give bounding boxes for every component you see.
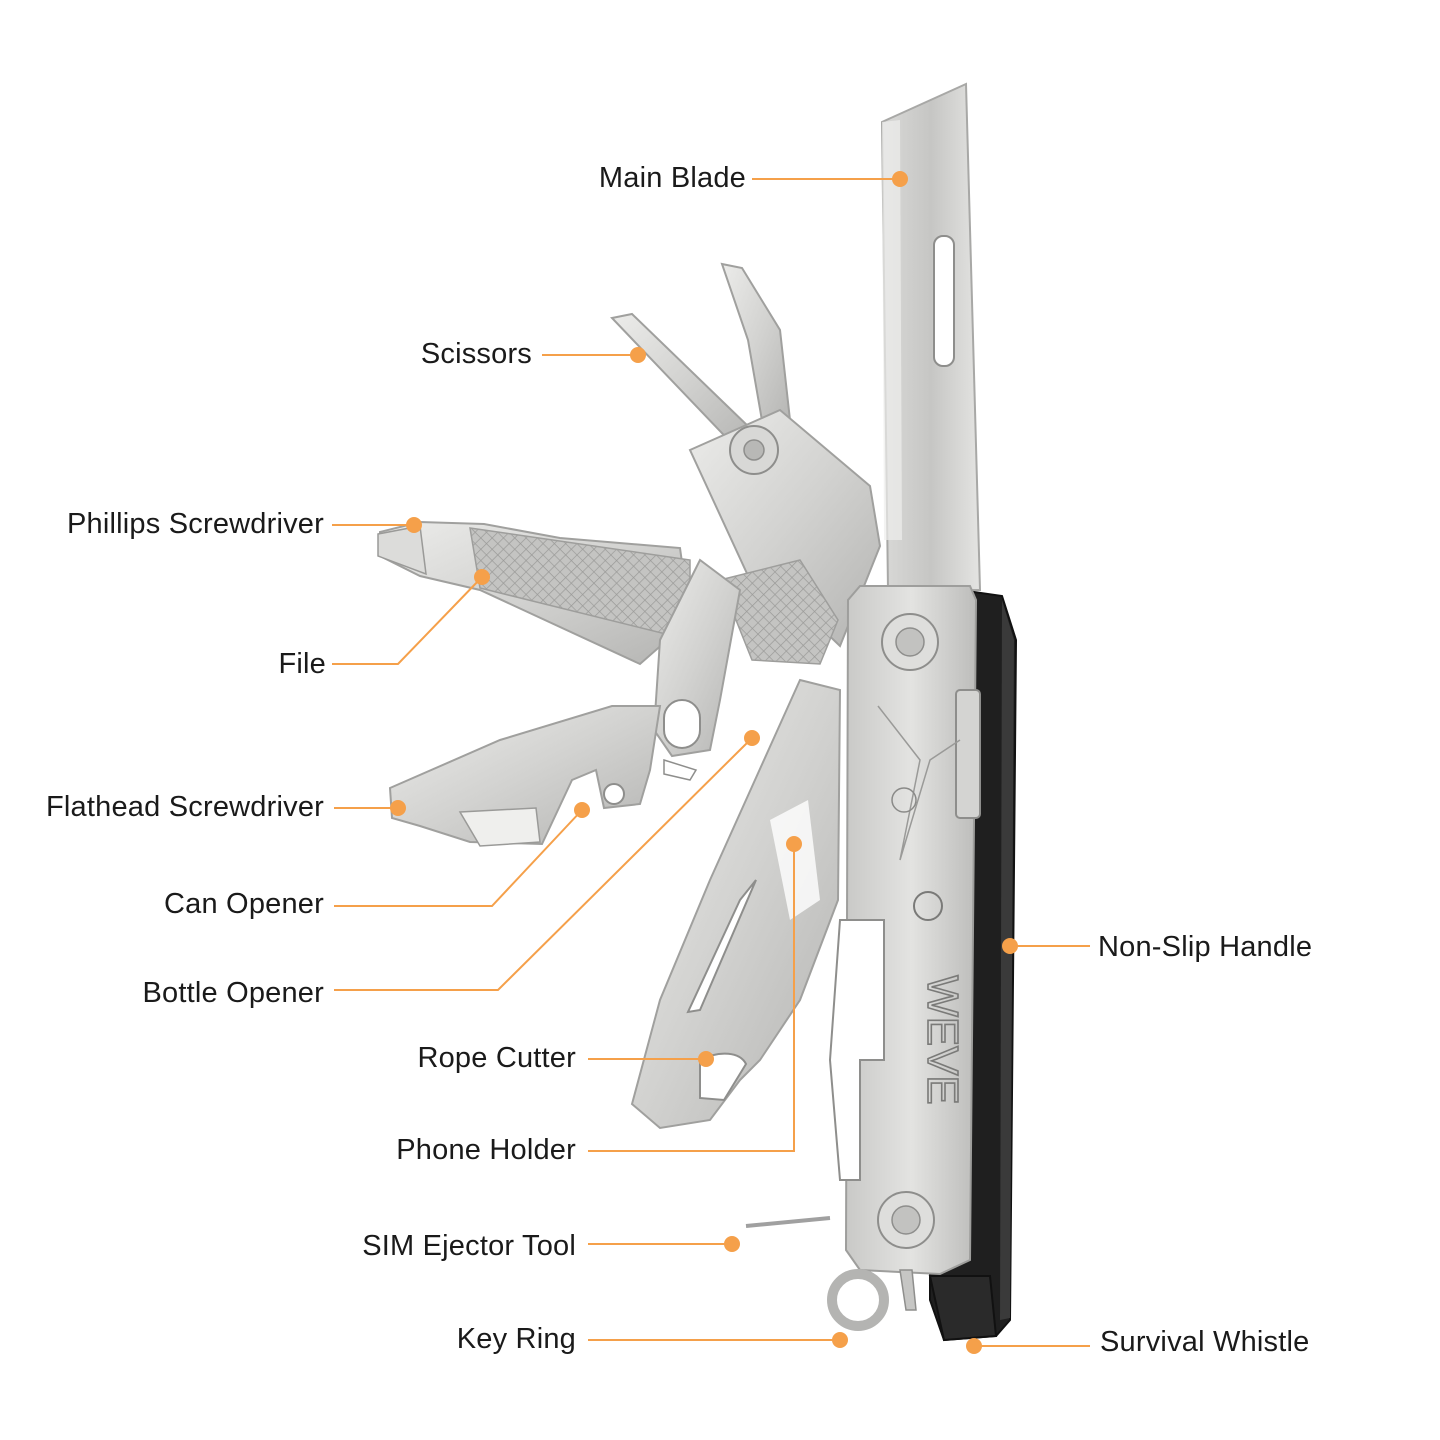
- file-shape: [377, 520, 692, 666]
- leader-dot-key-ring: [832, 1332, 848, 1348]
- leader-dot-scissors: [630, 347, 646, 363]
- leader-dot-non-slip-handle: [1002, 938, 1018, 954]
- brand-logo-mark: [913, 891, 943, 921]
- leader-dot-phillips-screwdriver: [406, 517, 422, 533]
- label-sim-ejector-tool: SIM Ejector Tool: [362, 1230, 576, 1262]
- file-arm-shape: [652, 558, 839, 758]
- leader-dot-sim-ejector-tool: [724, 1236, 740, 1252]
- callout-leaders: [332, 171, 1090, 1354]
- liner-lock: [955, 689, 981, 819]
- leader-line-phone-holder: [588, 844, 795, 1152]
- leader-dot-can-opener: [574, 802, 590, 818]
- opener-shape: [388, 705, 698, 847]
- key-ring-loop: [827, 1269, 889, 1331]
- leader-line-file: [332, 576, 483, 665]
- leader-line-bottle-opener: [334, 737, 753, 991]
- leader-line-can-opener: [334, 809, 583, 907]
- sim-pin: [745, 1216, 831, 1228]
- label-bottle-opener: Bottle Opener: [142, 977, 324, 1009]
- brand-wordmark: WEVE: [918, 975, 967, 1105]
- label-phillips-screwdriver: Phillips Screwdriver: [66, 508, 324, 540]
- label-flathead-screwdriver: Flathead Screwdriver: [46, 791, 324, 823]
- main-blade-shape: [880, 82, 982, 591]
- label-phone-holder: Phone Holder: [396, 1134, 576, 1166]
- label-file: File: [278, 648, 326, 680]
- label-non-slip-handle: Non-Slip Handle: [1098, 931, 1313, 963]
- scissors-shape: [610, 262, 882, 648]
- leader-dot-flathead-screwdriver: [390, 800, 406, 816]
- blade-slot: [933, 235, 955, 367]
- leader-dot-survival-whistle: [966, 1338, 982, 1354]
- label-main-blade: Main Blade: [598, 162, 746, 194]
- leader-dot-rope-cutter: [698, 1051, 714, 1067]
- label-key-ring: Key Ring: [456, 1323, 576, 1355]
- leader-dot-bottle-opener: [744, 730, 760, 746]
- leader-dot-main-blade: [892, 171, 908, 187]
- label-scissors: Scissors: [420, 338, 532, 370]
- emblem-engraving: [877, 705, 961, 861]
- whistle-keyring-shape: [745, 1216, 998, 1342]
- label-survival-whistle: Survival Whistle: [1100, 1326, 1310, 1358]
- leader-dot-phone-holder: [786, 836, 802, 852]
- rope-cutter-shape: [630, 678, 842, 1130]
- label-rope-cutter: Rope Cutter: [417, 1042, 576, 1074]
- label-can-opener: Can Opener: [164, 888, 324, 920]
- steel-handle-shape: WEVE: [828, 585, 981, 1276]
- leader-dot-file: [474, 569, 490, 585]
